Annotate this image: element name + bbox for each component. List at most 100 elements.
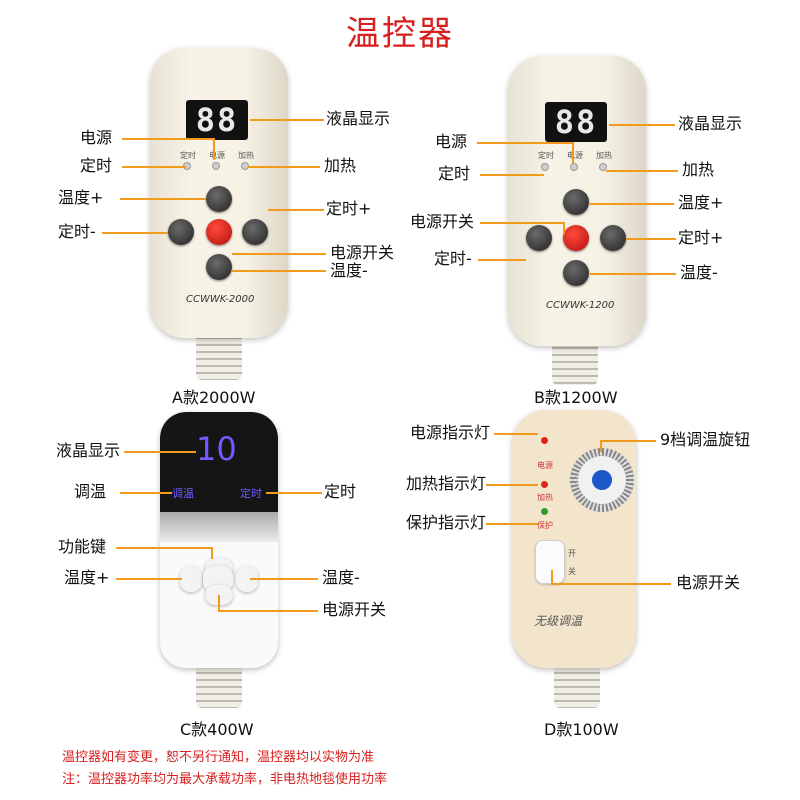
remote-a-led-power: [212, 162, 220, 170]
remote-a-display: 88: [186, 100, 248, 140]
label-function: 功能键: [58, 537, 107, 556]
callout-line: [250, 578, 318, 580]
callout-line: [626, 238, 676, 240]
caption-d: D款100W: [544, 720, 619, 739]
label-power: 电源: [435, 132, 468, 151]
remote-d-power-switch[interactable]: [535, 540, 565, 584]
label-temp-down: 温度-: [680, 263, 718, 282]
remote-c-screen-adjust: 调温: [172, 487, 194, 500]
remote-a-indicator-heat: 加热: [238, 151, 254, 160]
remote-d-body: [512, 410, 636, 668]
remote-b-led-heat: [599, 163, 607, 171]
label-knob: 9档调温旋钮: [660, 430, 751, 449]
callout-line: [218, 610, 318, 612]
remote-a-temp-down-button[interactable]: [206, 254, 232, 280]
callout-line: [232, 270, 326, 272]
remote-a-power-button[interactable]: [206, 219, 232, 245]
remote-a-temp-up-button[interactable]: [206, 186, 232, 212]
label-lcd: 液晶显示: [678, 114, 743, 133]
callout-line: [116, 547, 212, 549]
callout-line: [218, 595, 220, 611]
callout-line: [122, 138, 214, 140]
callout-line: [480, 174, 544, 176]
label-temp-up: 温度+: [64, 568, 110, 587]
label-protect-led: 保护指示灯: [406, 513, 487, 532]
label-power-switch: 电源开关: [410, 212, 475, 231]
remote-d-led-heat: [541, 481, 548, 488]
remote-b-indicator-heat: 加热: [596, 151, 612, 160]
remote-c-display: 10: [196, 430, 237, 468]
label-timer-down: 定时-: [434, 249, 472, 268]
remote-c-band: [160, 512, 278, 542]
callout-line: [232, 253, 326, 255]
remote-c-screen-timer: 定时: [240, 487, 262, 500]
label-power-switch: 电源开关: [676, 573, 741, 592]
callout-line: [590, 203, 674, 205]
note-2: 注：温控器功率均为最大承载功率，非电热地毯使用功率: [62, 772, 388, 787]
callout-line: [120, 198, 206, 200]
remote-d-led-power: [541, 437, 548, 444]
remote-b-temp-up-button[interactable]: [563, 189, 589, 215]
label-timer: 定时: [438, 164, 471, 183]
callout-line: [590, 273, 676, 275]
remote-d-led-protect: [541, 508, 548, 515]
remote-b-display: 88: [545, 102, 607, 142]
remote-b-timer-up-button[interactable]: [600, 225, 626, 251]
remote-d-led-protect-text: 保护: [537, 521, 553, 530]
label-power-led: 电源指示灯: [410, 423, 491, 442]
label-temp-up: 温度+: [58, 188, 104, 207]
callout-line: [609, 124, 675, 126]
label-temp-up: 温度+: [678, 193, 724, 212]
label-timer-up: 定时+: [678, 228, 724, 247]
label-timer: 定时: [324, 482, 357, 501]
callout-line: [572, 142, 574, 164]
note-1: 温控器如有变更，恕不另行通知，温控器均以实物为准: [62, 750, 375, 765]
caption-b: B款1200W: [534, 388, 618, 407]
remote-d-led-heat-text: 加热: [537, 493, 553, 502]
callout-line: [600, 440, 656, 442]
callout-line: [563, 222, 565, 234]
remote-b-model: CCWWK-1200: [546, 300, 615, 311]
label-power-switch: 电源开关: [330, 243, 395, 262]
cord-d: [554, 660, 600, 708]
label-temp-down: 温度-: [322, 568, 360, 587]
callout-line: [124, 451, 196, 453]
callout-line: [486, 484, 538, 486]
callout-line: [606, 170, 678, 172]
label-heat: 加热: [324, 156, 357, 175]
remote-b-timer-down-button[interactable]: [526, 225, 552, 251]
remote-b-temp-down-button[interactable]: [563, 260, 589, 286]
remote-b-indicator-timer: 定时: [538, 151, 554, 160]
callout-line: [122, 166, 186, 168]
remote-a-model: CCWWK-2000: [186, 294, 255, 305]
remote-c-temp-down-button[interactable]: [236, 566, 258, 592]
remote-c-temp-up-button[interactable]: [180, 566, 202, 592]
label-power-switch: 电源开关: [322, 600, 387, 619]
callout-line: [250, 119, 324, 121]
cord-c: [196, 660, 242, 708]
callout-line: [248, 166, 320, 168]
label-heat-led: 加热指示灯: [406, 474, 487, 493]
page-title: 温控器: [346, 14, 454, 54]
label-timer-down: 定时-: [58, 222, 96, 241]
callout-line: [102, 232, 168, 234]
remote-d-switch-off: 关: [568, 567, 576, 576]
remote-a-timer-down-button[interactable]: [168, 219, 194, 245]
remote-d-switch-on: 开: [568, 549, 576, 558]
label-lcd: 液晶显示: [326, 109, 391, 128]
label-heat: 加热: [682, 160, 715, 179]
remote-d-led-power-text: 电源: [537, 461, 553, 470]
label-adjust: 调温: [74, 482, 107, 501]
remote-b-led-power: [570, 163, 578, 171]
callout-line: [120, 492, 172, 494]
remote-b-led-timer: [541, 163, 549, 171]
remote-b-power-button[interactable]: [563, 225, 589, 251]
callout-line: [494, 433, 538, 435]
label-timer: 定时: [80, 156, 113, 175]
label-temp-down: 温度-: [330, 261, 368, 280]
callout-line: [477, 142, 573, 144]
remote-a-indicator-timer: 定时: [180, 151, 196, 160]
callout-line: [211, 547, 213, 559]
remote-a-timer-up-button[interactable]: [242, 219, 268, 245]
label-power: 电源: [80, 128, 113, 147]
